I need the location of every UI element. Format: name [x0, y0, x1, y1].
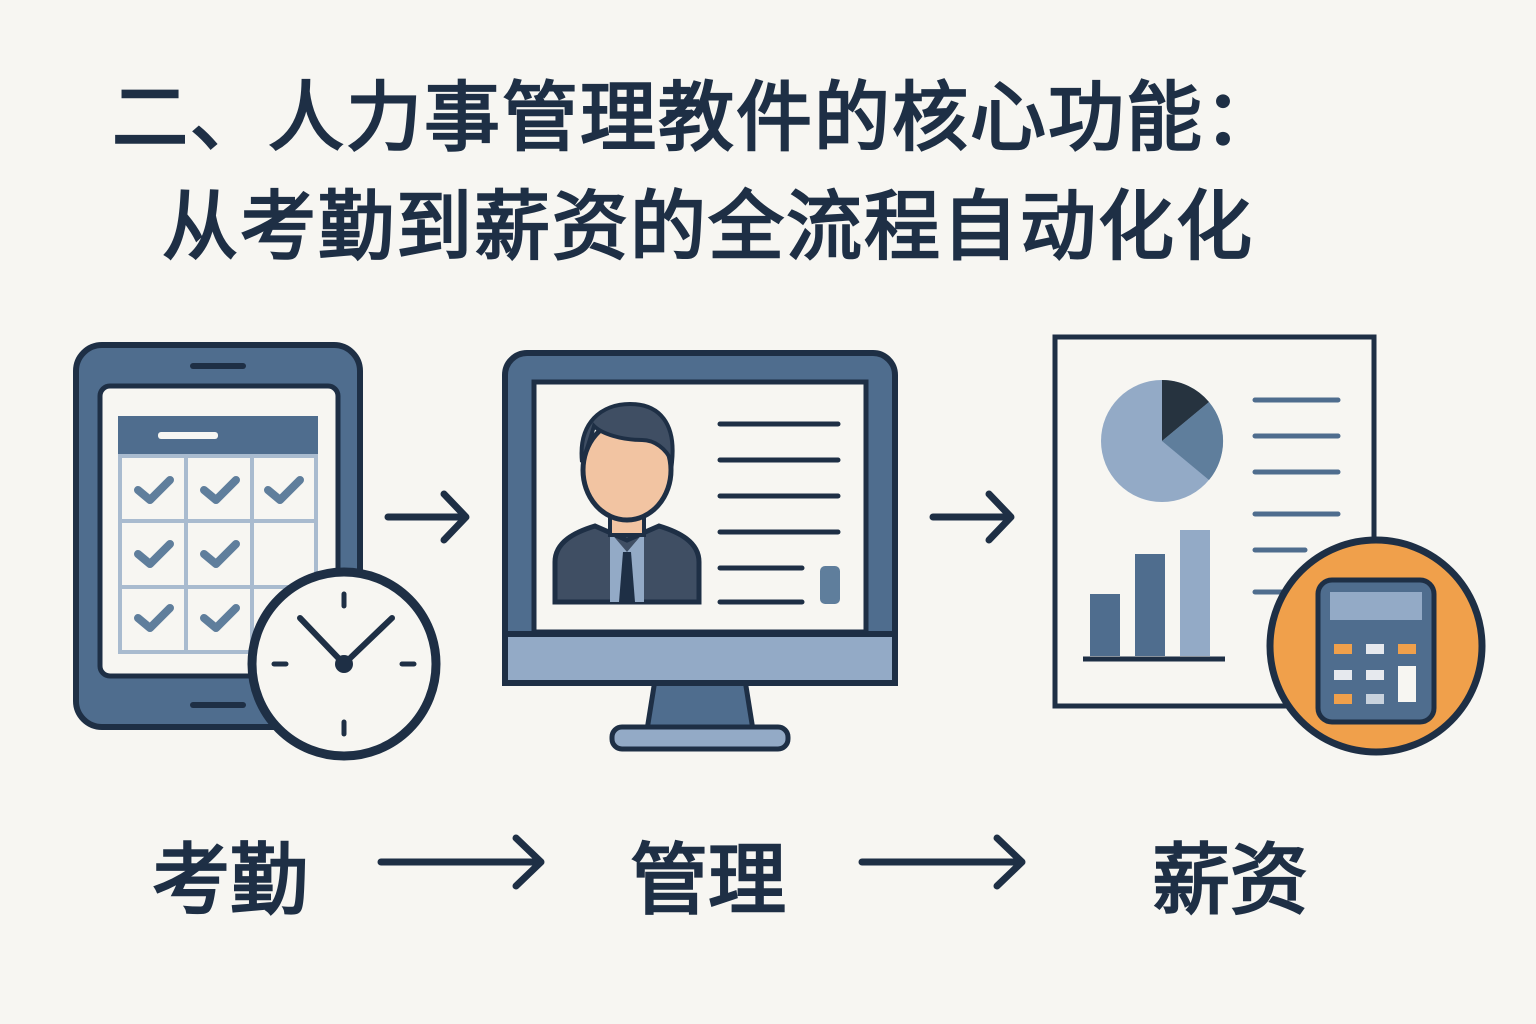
step-label-management: 管理	[630, 836, 787, 926]
arrow-right-icon	[377, 834, 545, 890]
step-label-payroll: 薪资	[1152, 836, 1309, 926]
checkmark-icons	[134, 476, 304, 632]
step-label-attendance: 考勤	[152, 836, 309, 926]
arrow-right-icon	[929, 490, 1015, 544]
bar-chart-icon	[1083, 530, 1225, 662]
title-line-2: 从考勤到薪资的全流程自动化化	[162, 182, 1254, 271]
clock-icon	[247, 567, 441, 761]
title-line-1: 二、人力事管理教件的核心功能：	[112, 73, 1282, 162]
tablet-calendar-clock-icon	[73, 342, 441, 761]
pie-chart-icon	[1101, 379, 1224, 502]
monitor-employee-profile-icon	[502, 350, 898, 752]
arrow-right-icon	[858, 834, 1026, 890]
calculator-icon	[1266, 536, 1486, 756]
employee-avatar-icon	[552, 401, 702, 605]
arrow-right-icon	[384, 490, 470, 544]
report-chart-calculator-icon	[1052, 334, 1486, 756]
